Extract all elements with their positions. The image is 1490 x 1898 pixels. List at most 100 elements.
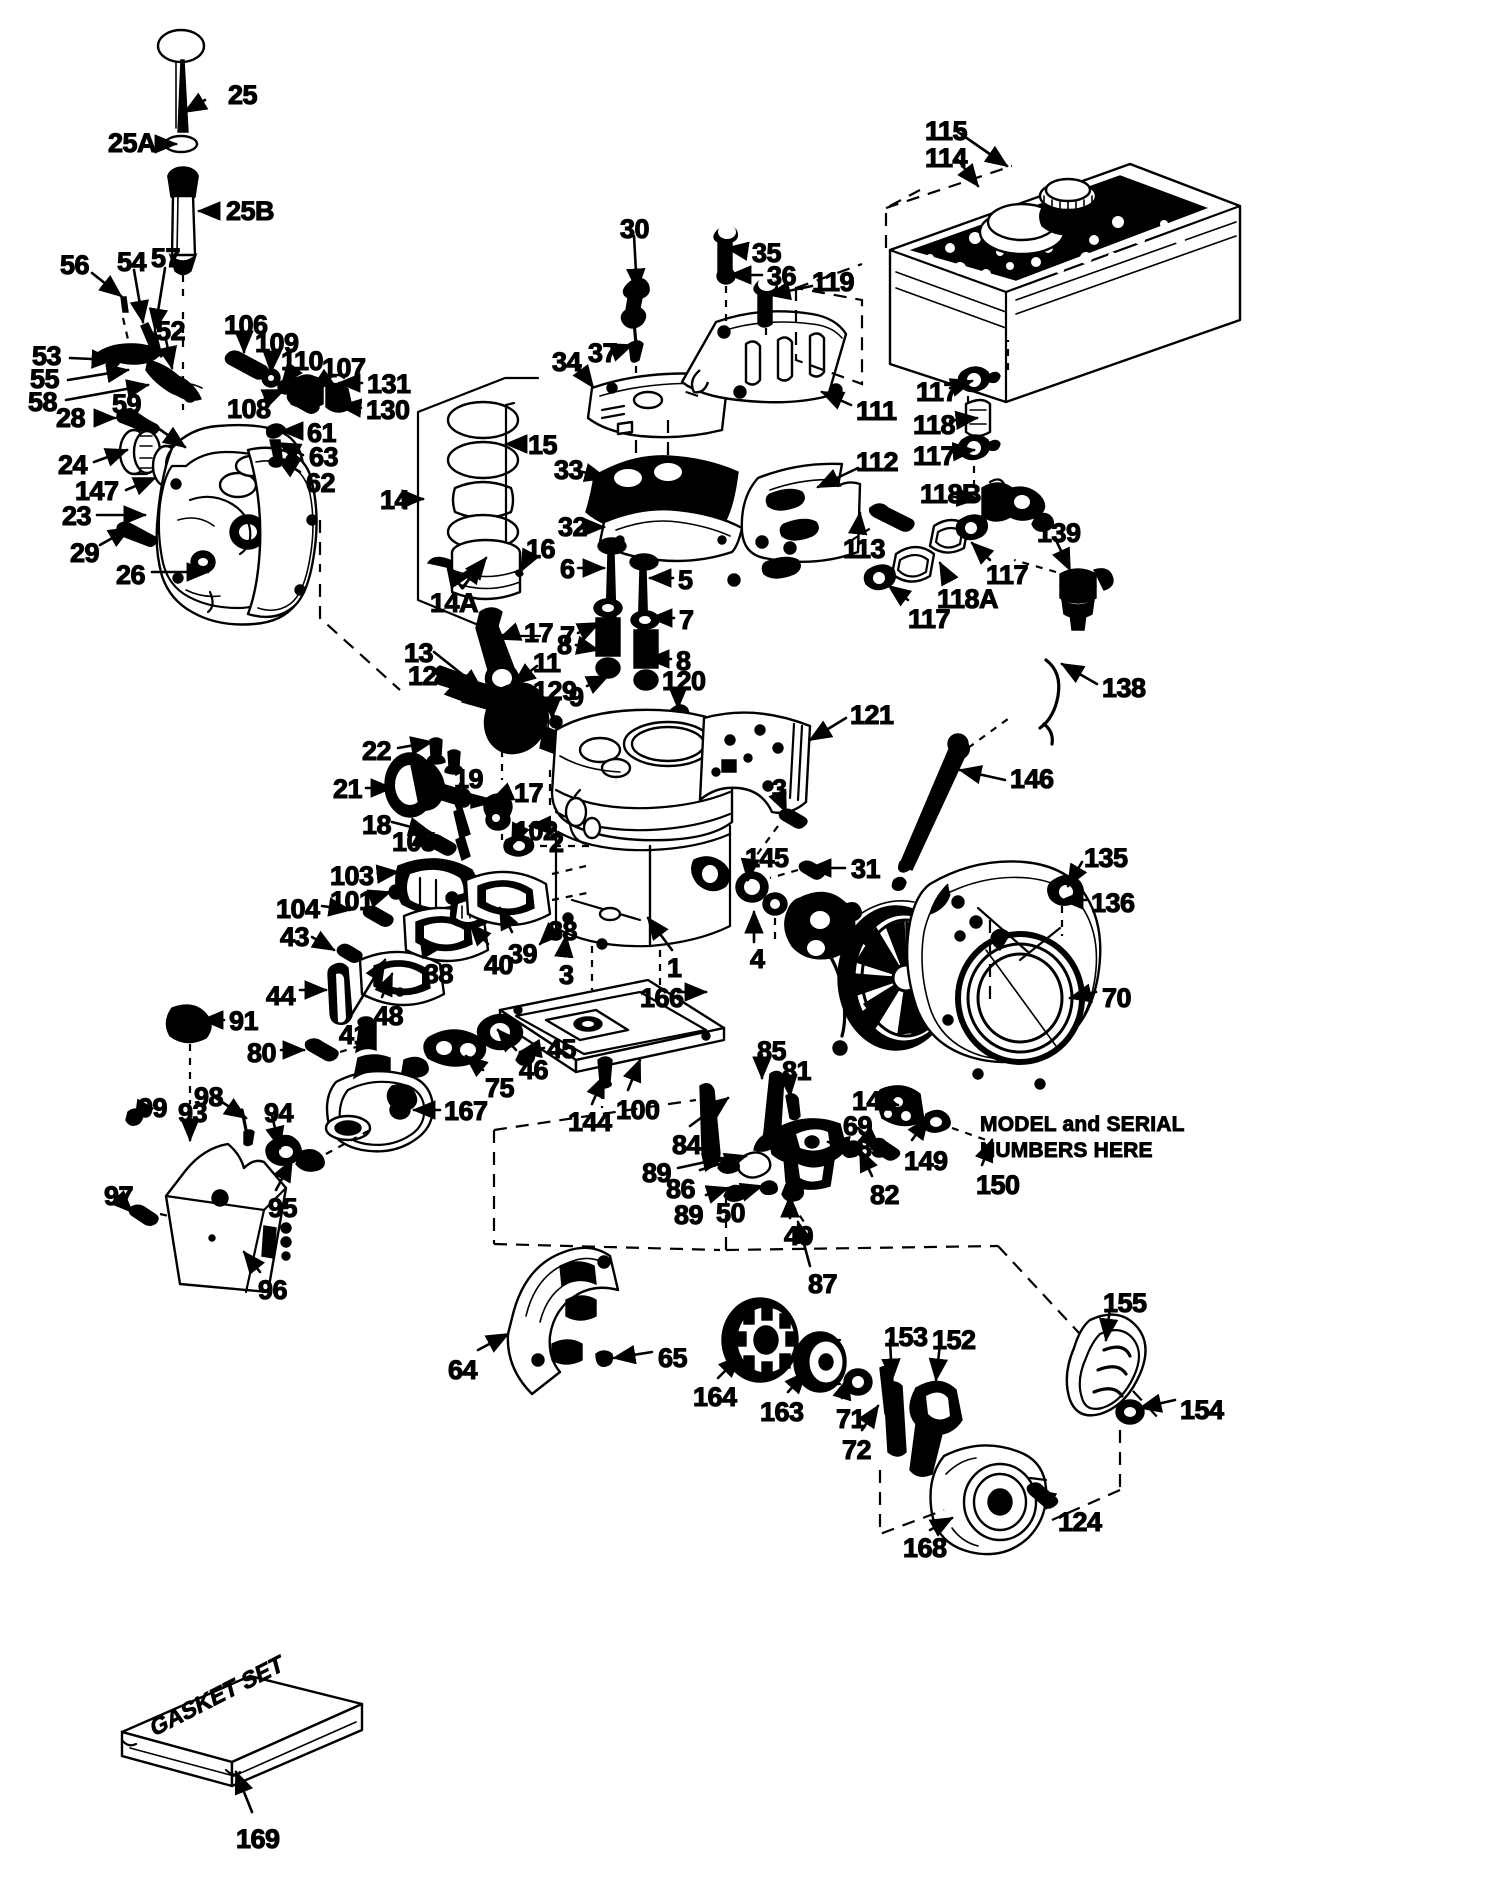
callout-9: 9	[568, 682, 584, 712]
callout-63: 63	[308, 442, 339, 472]
callout-28: 28	[55, 403, 86, 433]
part-25-dipstick	[156, 28, 206, 410]
leader-line-7	[575, 621, 601, 642]
callout-12: 12	[407, 661, 438, 691]
callout-98: 98	[193, 1082, 224, 1112]
callout-8: 8	[675, 646, 691, 676]
callout-45: 45	[546, 1034, 577, 1064]
leader-line-40	[468, 922, 492, 947]
callout-97: 97	[103, 1181, 134, 1211]
callout-26: 26	[115, 560, 146, 590]
callout-118a: 118A	[936, 584, 999, 614]
leader-line-39	[498, 906, 519, 934]
part-114-fuel-tank	[884, 162, 1242, 404]
callout-120: 120	[661, 666, 706, 696]
part-139-spark-plug	[1059, 568, 1114, 631]
part-100-base-plate	[492, 978, 726, 1252]
leader-line-34	[572, 362, 595, 389]
callout-94: 94	[263, 1098, 294, 1128]
callout-23: 23	[61, 501, 92, 531]
callout-72: 72	[841, 1435, 872, 1465]
callout-100: 100	[615, 1095, 660, 1125]
callout-130: 130	[365, 395, 410, 425]
leader-line-64	[476, 1332, 510, 1353]
leader-line-155	[1098, 1306, 1119, 1342]
part-64-muffler-guard	[506, 1246, 620, 1396]
callout-149: 149	[903, 1146, 948, 1176]
leader-line-118b	[952, 487, 980, 507]
leader-line-105	[410, 828, 436, 850]
leader-line-117	[970, 541, 995, 565]
leader-line-89	[676, 1153, 726, 1173]
callout-17: 17	[523, 618, 554, 648]
callout-154: 154	[1179, 1395, 1224, 1425]
leader-line-24	[92, 448, 129, 467]
callout-30: 30	[619, 214, 650, 244]
callout-53: 53	[31, 341, 62, 371]
leader-line-109	[262, 350, 282, 374]
leader-line-115	[956, 130, 1009, 168]
leader-line-17	[497, 622, 523, 641]
callout-83: 83	[856, 1133, 887, 1163]
callout-33: 33	[553, 455, 584, 485]
leader-line-8	[574, 635, 600, 655]
leader-line-56	[90, 271, 123, 298]
callout-91: 91	[228, 1006, 259, 1036]
leader-line-163	[784, 1370, 808, 1395]
callout-31: 31	[850, 854, 881, 884]
leader-line-69	[856, 1126, 882, 1150]
callout-52: 52	[155, 316, 186, 346]
callout-115: 115	[924, 116, 968, 146]
callout-150: 150	[975, 1170, 1020, 1200]
callout-58: 58	[27, 387, 58, 417]
leader-line-75	[464, 1054, 489, 1078]
part-167-carburetor	[125, 1004, 536, 1294]
callout-138: 138	[1101, 673, 1146, 703]
callout-2: 2	[548, 828, 564, 858]
leader-line-2	[528, 815, 555, 835]
callout-7: 7	[678, 605, 694, 635]
leader-line-83	[826, 1135, 854, 1156]
leader-line-33	[581, 463, 608, 483]
callout-16: 16	[525, 534, 556, 564]
callout-18: 18	[361, 810, 392, 840]
callout-117: 117	[985, 560, 1029, 590]
callout-37: 37	[587, 338, 618, 368]
leader-line-65	[612, 1345, 654, 1365]
callout-39: 39	[507, 939, 538, 969]
leader-line-87	[794, 1220, 814, 1268]
leader-line-45	[518, 1038, 546, 1059]
callout-93: 93	[177, 1098, 208, 1128]
leader-line-95	[273, 1158, 294, 1192]
leader-line-37	[608, 343, 634, 362]
leader-line-52	[157, 338, 178, 370]
callout-82: 82	[869, 1180, 900, 1210]
callout-81: 81	[781, 1056, 812, 1086]
callout-144: 144	[567, 1107, 612, 1137]
callout-38: 38	[423, 959, 454, 989]
leader-line-19	[449, 782, 470, 816]
leader-line-96	[242, 1250, 266, 1275]
leader-line-70	[1068, 983, 1098, 1003]
leader-line-38	[538, 921, 563, 946]
callout-145: 145	[744, 843, 789, 873]
leader-line-86	[698, 1152, 748, 1172]
leader-line-144	[586, 1074, 606, 1106]
callout-108: 108	[226, 394, 271, 424]
callout-102: 102	[513, 816, 558, 846]
part-111-mount-bracket	[679, 225, 915, 587]
leader-line-41	[350, 958, 387, 1016]
callout-121: 121	[849, 700, 894, 730]
callout-168: 168	[902, 1533, 947, 1563]
callout-1: 1	[666, 953, 682, 983]
leader-line-72	[857, 1404, 880, 1432]
callout-167: 167	[443, 1096, 488, 1126]
leader-line-89	[704, 1185, 730, 1204]
leader-line-149	[907, 1116, 930, 1142]
callout-117: 117	[915, 377, 959, 407]
leader-line-63	[277, 441, 305, 462]
callout-61: 61	[306, 418, 337, 448]
callout-69: 69	[842, 1111, 873, 1141]
leader-line-108	[260, 388, 286, 408]
